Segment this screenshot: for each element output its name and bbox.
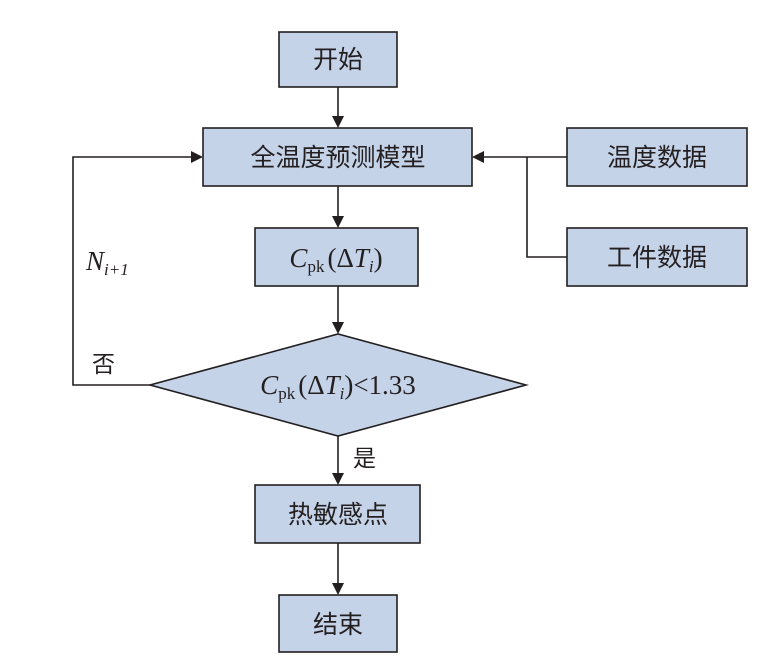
edge-work-model <box>526 157 567 258</box>
arrow-head-cpk <box>332 216 344 228</box>
end-box <box>278 594 398 653</box>
no-label: 否 <box>92 352 115 378</box>
decision-text: Cpk(ΔTi)<1.33 <box>260 370 416 403</box>
arrow-head-hot <box>332 473 344 485</box>
arrow-head-temp-model <box>472 151 484 163</box>
edge-loop-back <box>72 156 193 386</box>
end-text: 结束 <box>313 610 363 639</box>
model-box <box>202 127 473 187</box>
start-text: 开始 <box>313 45 363 74</box>
work-data-text: 工件数据 <box>607 243 707 272</box>
start-box <box>278 31 398 88</box>
temp-data-box <box>566 127 748 187</box>
arrow-head-decision <box>332 322 344 334</box>
arrow-head-end <box>332 583 344 595</box>
hot-point-text: 热敏感点 <box>288 500 388 529</box>
hot-point-box <box>254 484 421 544</box>
decision-diamond <box>146 333 530 437</box>
temp-data-text: 温度数据 <box>607 143 707 172</box>
cpk-box <box>254 227 419 287</box>
arrow-head-model <box>332 116 344 128</box>
loop-label: Ni+1 <box>85 246 129 279</box>
arrow-head-loop <box>191 151 203 163</box>
yes-label: 是 <box>353 446 376 472</box>
model-text: 全温度预测模型 <box>250 143 425 172</box>
cpk-text: Cpk(ΔTi) <box>289 243 382 276</box>
work-data-box <box>566 227 748 287</box>
